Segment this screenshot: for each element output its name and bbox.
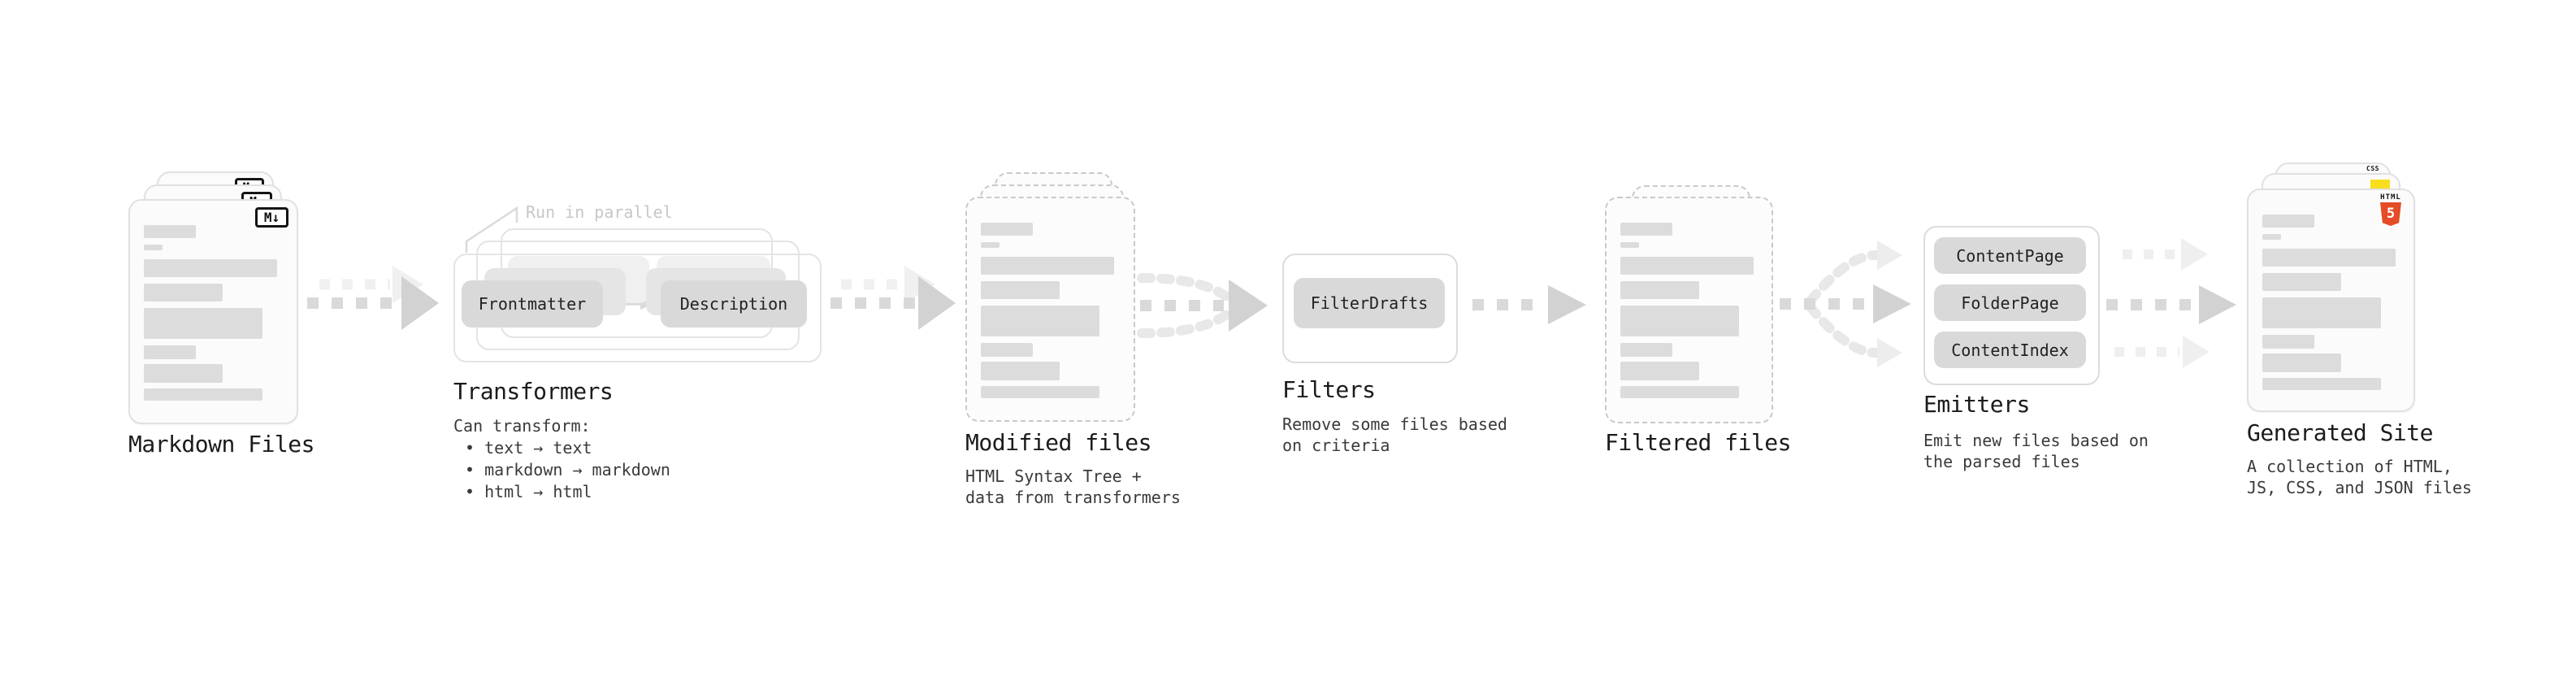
run-in-parallel-annotation: Run in parallel	[526, 202, 673, 222]
desc-line: JS, CSS, and JSON files	[2247, 478, 2472, 497]
transformer-frame-front	[453, 254, 822, 362]
emitter-box-contentindex: ContentIndex	[1934, 332, 2086, 368]
skeleton-line	[2262, 273, 2341, 291]
frontmatter-box: Frontmatter	[462, 280, 603, 327]
skeleton-line	[2262, 354, 2341, 372]
desc-line: • text → text	[465, 438, 592, 458]
file-card-front	[1605, 197, 1773, 423]
skeleton-line	[144, 345, 196, 359]
desc-line: • markdown → markdown	[465, 460, 670, 479]
skeleton-line	[2262, 215, 2314, 228]
arrow-emitters-to-generated	[2106, 238, 2236, 368]
node-desc-generated-site: A collection of HTML, JS, CSS, and JSON …	[2247, 456, 2472, 498]
node-desc-modified-files: HTML Syntax Tree + data from transformer…	[965, 466, 1181, 508]
filters-frame	[1282, 254, 1458, 363]
skeleton-line	[1620, 343, 1672, 357]
skeleton-line	[1620, 257, 1754, 275]
skeleton-line	[2262, 297, 2381, 328]
skeleton-line	[1620, 386, 1739, 398]
node-desc-transformers: Can transform: • text → text • markdown …	[453, 415, 670, 503]
node-title-filters: Filters	[1282, 376, 1376, 403]
skeleton-line	[1620, 362, 1699, 380]
skeleton-line	[981, 343, 1033, 357]
filterdrafts-box: FilterDrafts	[1294, 278, 1445, 328]
skeleton-line	[981, 257, 1114, 275]
arrow-modified-to-filters	[1137, 273, 1268, 338]
skeleton-line	[1620, 306, 1739, 336]
skeleton-line	[981, 362, 1060, 380]
skeleton-line	[2262, 378, 2381, 390]
skeleton-line	[981, 281, 1060, 299]
skeleton-line	[2262, 234, 2281, 240]
skeleton-line	[2262, 335, 2314, 349]
emitter-box-contentpage: ContentPage	[1934, 237, 2086, 274]
skeleton-line	[144, 308, 262, 339]
arrow-markdown-to-transformers	[307, 266, 439, 330]
skeleton-line	[2262, 249, 2396, 267]
desc-line: Emit new files based on	[1923, 431, 2149, 450]
arrow-filters-to-filtered	[1472, 285, 1586, 324]
html5-icon: HTML 5	[2377, 193, 2405, 226]
desc-line: Remove some files based	[1282, 414, 1507, 434]
desc-line: • html → html	[465, 482, 592, 501]
emitter-box-folderpage: FolderPage	[1934, 284, 2086, 321]
node-title-generated-site: Generated Site	[2247, 419, 2434, 446]
skeleton-line	[1620, 242, 1639, 248]
desc-line: data from transformers	[965, 488, 1181, 507]
skeleton-line	[1620, 281, 1699, 299]
file-card-front	[965, 197, 1135, 422]
node-title-emitters: Emitters	[1923, 391, 2030, 418]
skeleton-line	[144, 259, 277, 277]
node-title-modified-files: Modified files	[965, 429, 1152, 456]
skeleton-line	[144, 388, 262, 401]
file-card-front: HTML 5	[2247, 189, 2415, 412]
arrow-filtered-to-emitters	[1780, 241, 1911, 367]
markdown-icon: M↓	[255, 207, 288, 228]
skeleton-line	[981, 242, 1000, 248]
desc-line: Can transform:	[453, 416, 591, 436]
node-desc-filters: Remove some files based on criteria	[1282, 414, 1507, 456]
annotation-leader-line	[465, 206, 518, 253]
description-box: Description	[661, 280, 807, 327]
html5-wordmark: HTML	[2380, 193, 2401, 202]
skeleton-line	[1620, 223, 1672, 236]
skeleton-line	[144, 284, 223, 301]
skeleton-line	[981, 223, 1033, 236]
node-desc-emitters: Emit new files based on the parsed files	[1923, 430, 2149, 472]
css-badge-label: CSS	[2366, 165, 2379, 172]
node-title-transformers: Transformers	[453, 378, 614, 405]
file-card-front: M↓	[128, 199, 298, 424]
skeleton-line	[144, 364, 223, 383]
desc-line: on criteria	[1282, 436, 1390, 455]
desc-line: HTML Syntax Tree +	[965, 466, 1142, 486]
desc-line: the parsed files	[1923, 452, 2080, 471]
skeleton-line	[144, 245, 163, 250]
node-title-markdown-files: Markdown Files	[128, 431, 315, 458]
desc-line: A collection of HTML,	[2247, 457, 2452, 476]
arrow-transformers-to-modified	[830, 266, 956, 330]
skeleton-line	[981, 386, 1099, 398]
node-title-filtered-files: Filtered files	[1605, 429, 1792, 456]
emitters-frame	[1923, 226, 2100, 385]
html5-shield: 5	[2380, 202, 2401, 226]
skeleton-line	[144, 225, 196, 238]
skeleton-line	[981, 306, 1099, 336]
